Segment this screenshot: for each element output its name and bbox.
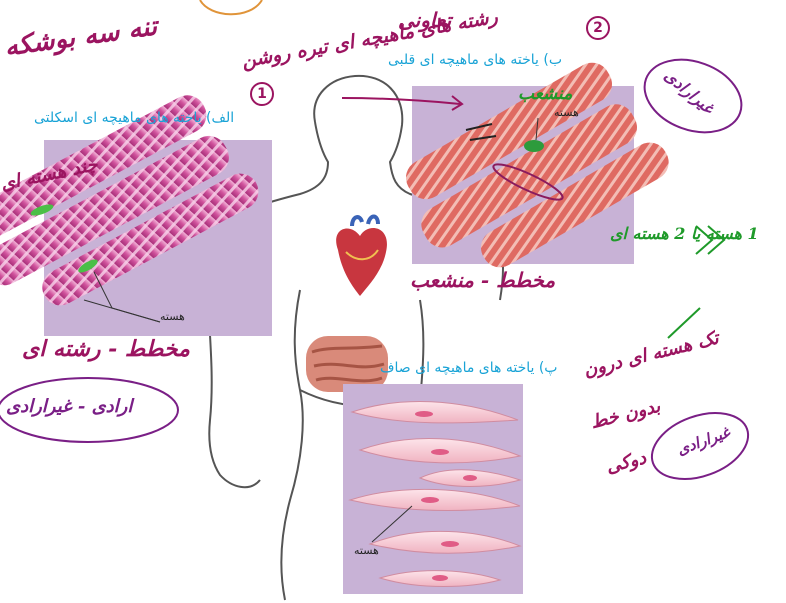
top-swirl — [200, 0, 262, 14]
note-cardiac-striated: مخطط - منشعب — [410, 268, 555, 292]
note-cardiac-nuclei: 1 هسته یا 2 هسته ای — [610, 224, 759, 243]
cardiac-title: ب) یاخته های ماهیچه ای قلبی — [388, 52, 562, 68]
smooth-title: پ) یاخته های ماهیچه ای صاف — [380, 360, 557, 376]
note-skeletal-voluntary: ارادی - غیرارادی — [6, 396, 132, 417]
number-one-badge: 1 — [250, 82, 274, 106]
number-two-badge: 2 — [586, 16, 610, 40]
nucleus-label-skeletal: هسته — [160, 310, 185, 323]
intestine-illustration — [306, 336, 388, 392]
note-skeletal-striated: مخطط - رشته ای — [22, 336, 190, 362]
smooth-muscle-panel — [343, 384, 523, 594]
note-cardiac-shape: منشعب — [518, 84, 572, 104]
nucleus-label-smooth: هسته — [354, 544, 379, 557]
skeletal-title: الف) یاخته های ماهیچه ای اسکلتی — [34, 110, 234, 126]
nucleus-label-cardiac: هسته — [554, 106, 579, 119]
heart-illustration — [336, 217, 387, 297]
